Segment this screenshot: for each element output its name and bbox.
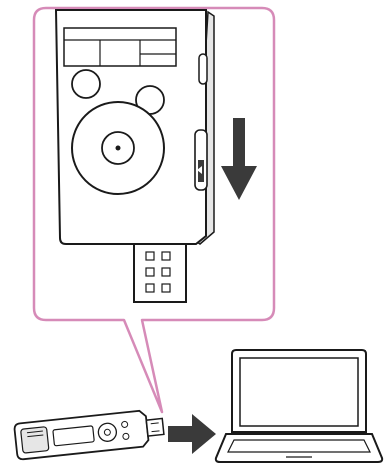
right-arrow-icon bbox=[168, 414, 216, 454]
laptop-icon bbox=[216, 350, 382, 462]
left-button bbox=[72, 70, 100, 98]
side-button bbox=[199, 54, 207, 84]
voice-recorder-icon bbox=[14, 409, 165, 460]
laptop-base bbox=[216, 434, 382, 462]
recorder-closeup bbox=[56, 10, 214, 244]
usb-connector-icon bbox=[134, 244, 186, 302]
